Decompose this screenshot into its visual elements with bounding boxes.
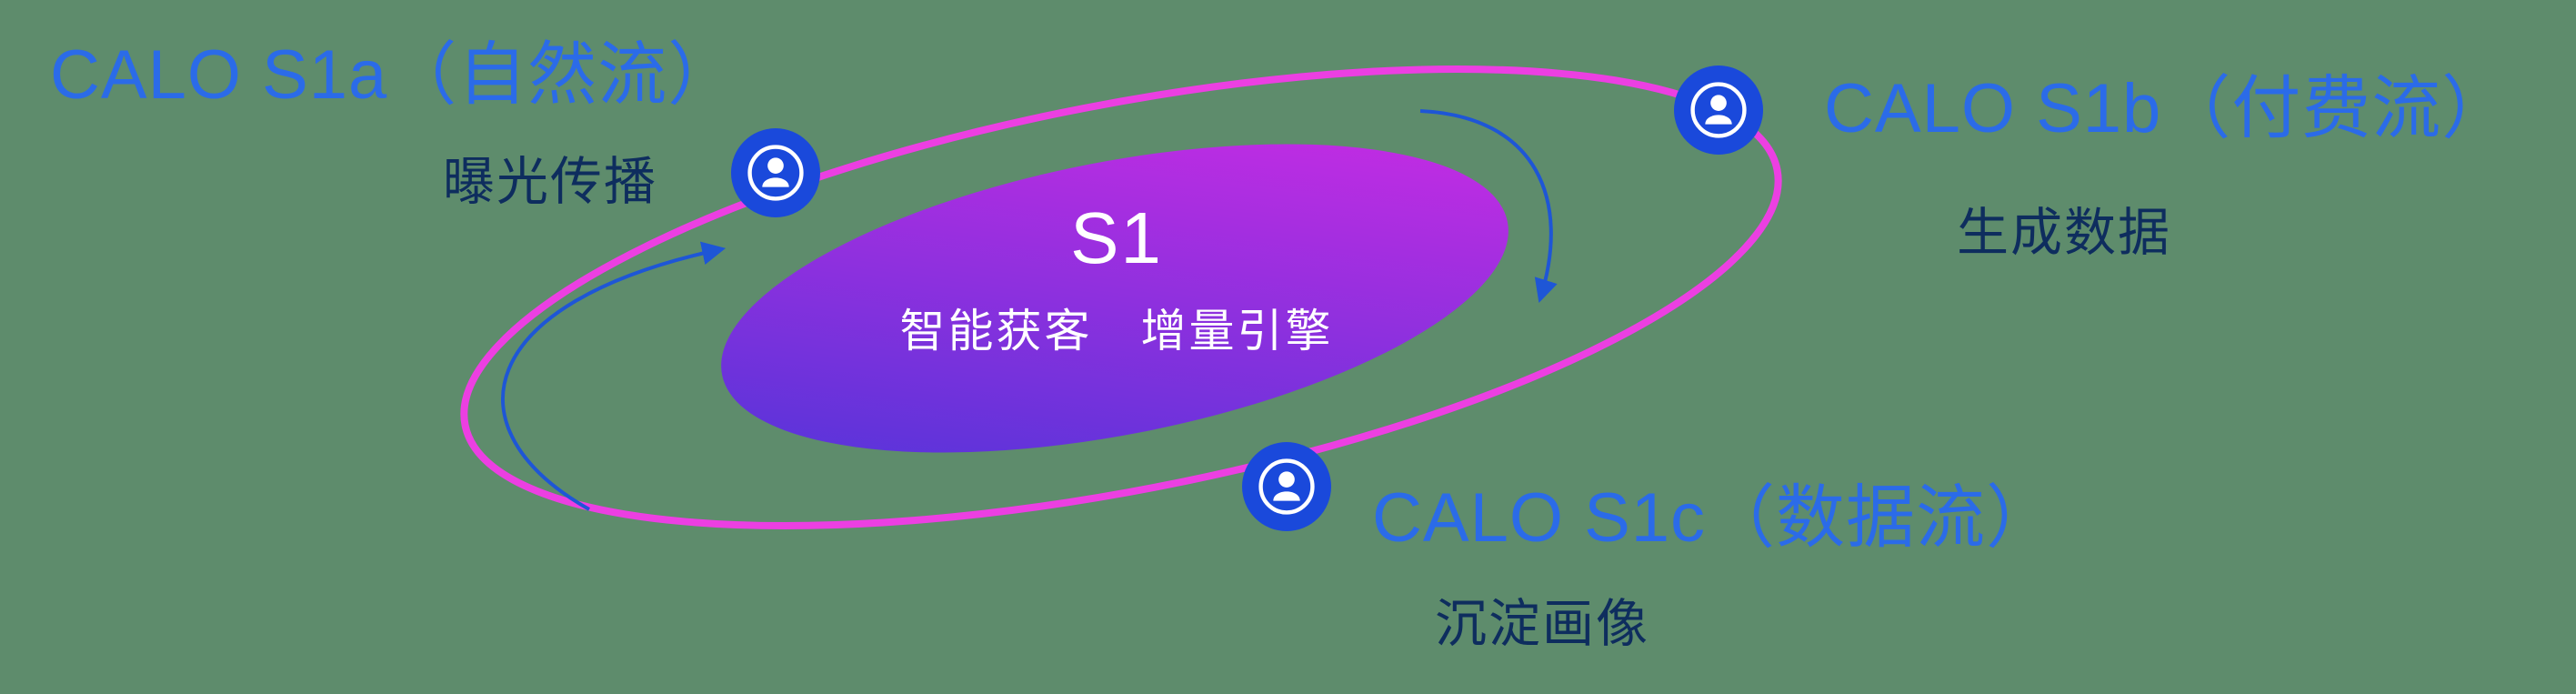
center-title: S1 <box>1070 197 1163 278</box>
center-subtitle: 智能获客 增量引擎 <box>899 306 1334 357</box>
node-s1a-sublabel: 曝光传播 <box>443 153 657 211</box>
center-ellipse-text: S1 智能获客 增量引擎 <box>900 202 1334 360</box>
user-icon <box>1674 65 1763 155</box>
node-s1c-label: CALO S1c（数据流） <box>1372 479 2057 557</box>
node-s1c-sublabel: 沉淀画像 <box>1435 595 1649 653</box>
flow-arrow-right <box>1419 109 1558 303</box>
node-s1a-label: CALO S1a（自然流） <box>50 36 738 114</box>
center-ellipse <box>721 144 1509 453</box>
orbit-ellipse <box>460 65 1782 529</box>
user-icon <box>731 128 820 217</box>
user-icon <box>1242 442 1331 531</box>
node-s1b-label: CALO S1b（付费流） <box>1824 70 2512 147</box>
flow-arrow-left <box>501 241 727 511</box>
node-s1b-sublabel: 生成数据 <box>1957 204 2171 262</box>
